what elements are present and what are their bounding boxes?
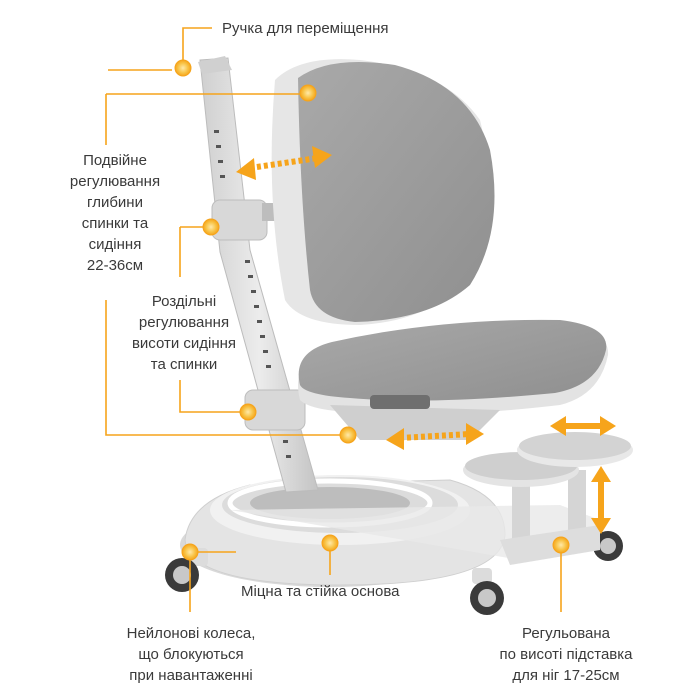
label-height-line-2: регулювання xyxy=(138,314,230,331)
label-depth-line-2: регулювання xyxy=(69,173,161,190)
label-height-line-1: Роздільні xyxy=(151,293,217,310)
dot-base xyxy=(321,534,339,552)
label-footrest-line-3: для ніг 17-25см xyxy=(512,667,620,684)
label-height-line-3: висоти сидіння xyxy=(131,335,237,352)
dot-back-clamp xyxy=(202,218,220,236)
dot-wheel xyxy=(181,543,199,561)
dot-seat-clamp xyxy=(239,403,257,421)
label-wheels: Нейлонові колеса, що блокуються при нава… xyxy=(103,623,279,686)
highlight-dots xyxy=(174,59,570,561)
dot-handle xyxy=(174,59,192,77)
footrest xyxy=(463,432,633,565)
label-depth-line-4: спинки та xyxy=(81,215,149,232)
label-depth-line-1: Подвійне xyxy=(83,152,147,169)
label-depth-line-6: 22-36см xyxy=(86,257,144,274)
footrest-arrow-horizontal xyxy=(550,416,616,436)
wheel-right xyxy=(593,531,623,561)
dot-footrest xyxy=(552,536,570,554)
label-wheels-line-3: при навантаженні xyxy=(129,667,253,684)
label-base: Міцна та стійка основа xyxy=(241,583,400,600)
footrest-arrow-vertical xyxy=(591,466,611,534)
chair-pole xyxy=(198,56,319,493)
wheel-front xyxy=(470,568,504,615)
label-depth-line-5: сидіння xyxy=(88,236,142,253)
label-wheels-line-2: що блокуються xyxy=(138,646,244,663)
label-footrest-line-1: Регульована xyxy=(521,625,610,642)
dot-seat-knob xyxy=(339,426,357,444)
label-depth-adjustment: Подвійне регулювання глибини спинки та с… xyxy=(50,150,180,276)
depth-arrow-upper xyxy=(236,146,332,180)
label-depth-line-3: глибини xyxy=(87,194,143,211)
backrest xyxy=(271,59,495,326)
depth-arrow-seat xyxy=(386,423,484,450)
label-footrest-line-2: по висоті підставка xyxy=(499,646,633,663)
label-height-adjustment: Роздільні регулювання висоти сидіння та … xyxy=(110,291,258,375)
callout-lines xyxy=(105,27,562,612)
label-height-line-4: та спинки xyxy=(150,356,218,373)
chair-base xyxy=(180,475,600,587)
seat xyxy=(298,319,609,440)
label-footrest: Регульована по висоті підставка для ніг … xyxy=(483,623,649,686)
label-wheels-line-1: Нейлонові колеса, xyxy=(126,625,256,642)
label-handle: Ручка для переміщення xyxy=(222,20,389,37)
dot-backrest xyxy=(299,84,317,102)
